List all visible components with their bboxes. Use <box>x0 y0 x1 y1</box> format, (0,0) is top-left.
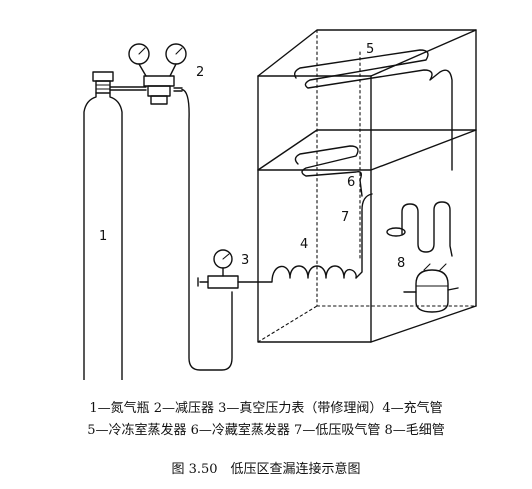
label-fridge-evaporator: 6 <box>347 175 355 190</box>
legend-line-1: 1—氮气瓶 2—减压器 3—真空压力表（带修理阀）4—充气管 <box>89 401 443 416</box>
hose <box>181 88 233 371</box>
label-vacuum-gauge: 3 <box>241 253 249 268</box>
nitrogen-cylinder <box>83 71 147 380</box>
label-capillary: 8 <box>397 256 405 271</box>
vacuum-pressure-gauge <box>197 249 259 289</box>
charging-pipe-coil <box>257 193 373 283</box>
label-cylinder: 1 <box>99 229 107 244</box>
refrigerator-cabinet <box>257 29 477 343</box>
label-charge-pipe: 4 <box>300 237 308 252</box>
freezer-evaporator <box>293 49 453 171</box>
fridge-evaporator <box>294 145 363 181</box>
label-suction-pipe: 7 <box>341 210 349 225</box>
figure-caption: 图 3.50 低压区查漏连接示意图 <box>171 462 361 477</box>
compressor <box>403 263 459 313</box>
label-freezer-evaporator: 5 <box>366 42 374 57</box>
leak-test-diagram: 1 2 3 4 5 6 7 8 <box>83 29 477 380</box>
pressure-reducer <box>128 43 187 105</box>
legend-line-2: 5—冷冻室蒸发器 6—冷藏室蒸发器 7—低压吸气管 8—毛细管 <box>87 423 445 438</box>
capillary-tube <box>386 201 453 257</box>
label-reducer: 2 <box>196 65 204 80</box>
